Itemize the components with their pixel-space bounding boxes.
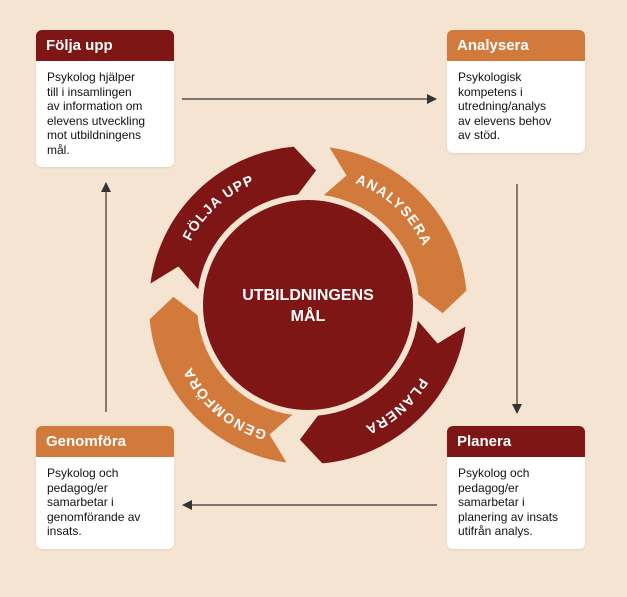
step-title-genomfora: Genomföra [36,426,174,457]
step-text-planera: Psykolog och pedagog/er samarbetar i pla… [458,466,559,538]
step-text-analysera: Psykologisk kompetens i utredning/analys… [458,70,552,142]
step-text-folja-upp: Psykolog hjälper till i insamlingen av i… [47,70,146,157]
step-text-genomfora: Psykolog och pedagog/er samarbetar i gen… [47,466,141,538]
center-circle [203,200,413,410]
ring-segment-analysera [320,145,469,316]
step-title-planera: Planera [447,426,585,457]
step-box-folja-upp: Följa upp Psykolog hjälper till i insaml… [36,30,174,167]
step-title-analysera: Analysera [447,30,585,61]
ring-segment-folja-upp [148,144,319,293]
ring-segment-genomfora [147,294,296,465]
step-box-genomfora: Genomföra Psykolog och pedagog/er samarb… [36,426,174,549]
ring-segment-planera [297,317,468,466]
step-title-folja-upp: Följa upp [36,30,174,61]
center-label-line1: UTBILDNINGENS [242,287,374,304]
step-box-analysera: Analysera Psykologisk kompetens i utredn… [447,30,585,153]
center-label-line2: MÅL [291,306,326,325]
step-box-planera: Planera Psykolog och pedagog/er samarbet… [447,426,585,549]
